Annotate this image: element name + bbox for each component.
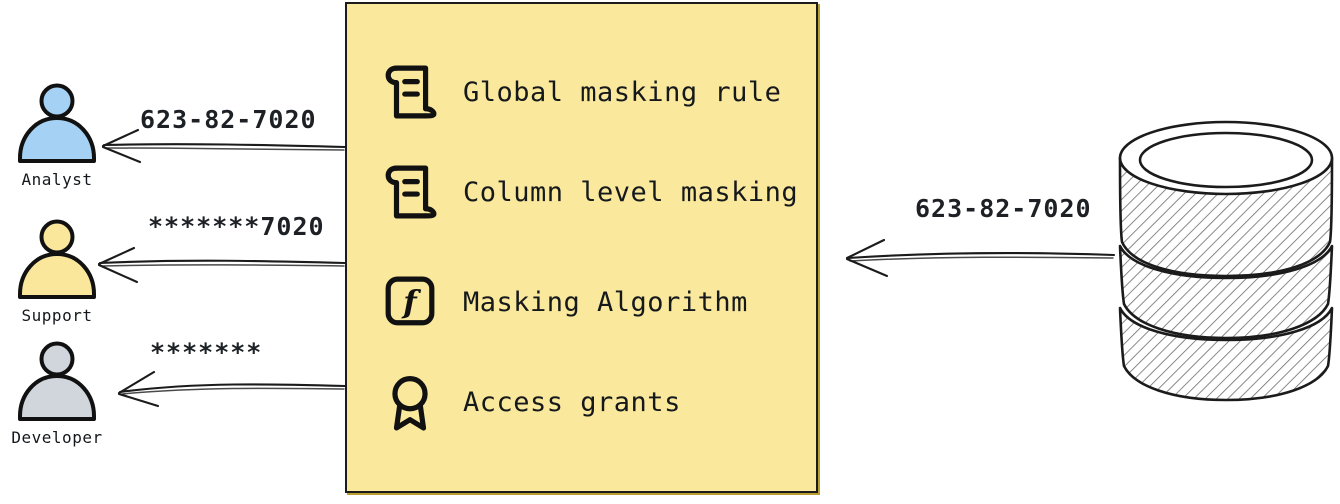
arrow-label-source: 623-82-7020 [915, 194, 1092, 223]
policy-item-column-level-masking[interactable]: Column level masking [383, 162, 798, 222]
policy-item-label: Masking Algorithm [463, 286, 748, 318]
consumer-label: Developer [11, 428, 103, 447]
function-icon: f [385, 276, 435, 326]
policy-item-access-grants[interactable]: Access grants [383, 372, 681, 432]
database-icon [1118, 120, 1334, 402]
arrow-label-developer: ******* [150, 338, 263, 367]
svg-text:f: f [401, 284, 421, 320]
consumer-label: Analyst [21, 170, 93, 189]
consumer-label: Support [21, 306, 93, 325]
consumer-developer[interactable]: Developer [2, 340, 112, 447]
consumer-analyst[interactable]: Analyst [2, 82, 112, 189]
scroll-icon [385, 65, 437, 119]
arrow-label-support: *******7020 [148, 212, 325, 241]
arrow-from-source [845, 238, 1116, 278]
person-icon [18, 83, 96, 163]
scroll-icon [385, 165, 437, 219]
policy-item-label: Access grants [463, 386, 681, 418]
policy-item-masking-algorithm[interactable]: f Masking Algorithm [383, 272, 748, 332]
policy-item-label: Column level masking [463, 176, 799, 208]
consumer-support[interactable]: Support [2, 218, 112, 325]
person-icon [18, 341, 96, 421]
person-icon [18, 219, 96, 299]
policy-panel: Global masking rule Column level masking… [345, 2, 818, 493]
arrow-to-analyst [101, 128, 347, 164]
arrow-label-analyst: 623-82-7020 [140, 105, 317, 134]
arrow-to-support [97, 246, 347, 284]
award-ribbon-icon [392, 376, 428, 431]
arrow-to-developer [117, 370, 347, 408]
policy-item-label: Global masking rule [463, 76, 782, 108]
policy-item-global-masking-rule[interactable]: Global masking rule [383, 62, 781, 122]
